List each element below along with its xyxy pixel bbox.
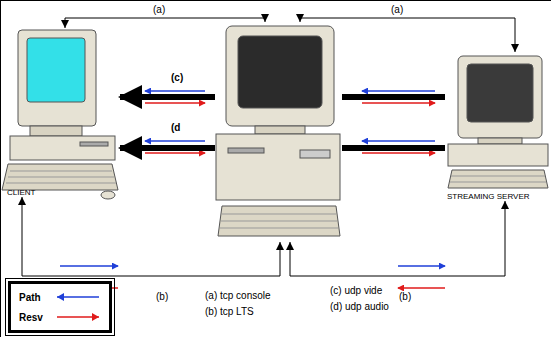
node-caption: CLIENT <box>7 188 120 197</box>
connection-tag: (d <box>170 122 181 133</box>
relay-node <box>215 22 342 242</box>
legend-text: Path <box>19 292 55 303</box>
protocol-note: (d) udp audio <box>330 301 389 312</box>
protocol-note: (c) udp vide <box>330 285 382 296</box>
legend-row: Path <box>19 287 101 307</box>
legend-sample <box>55 292 101 302</box>
legend-sample <box>55 312 101 322</box>
stream-arrow <box>342 145 445 151</box>
protocol-note: (a) tcp console <box>205 290 271 301</box>
server-computer <box>448 56 548 188</box>
tcp-connection <box>22 197 280 276</box>
stream-arrow <box>342 94 445 100</box>
protocol-note: (b) tcp LTS <box>205 306 254 317</box>
tcp-connection <box>65 18 265 28</box>
stream-arrow <box>120 145 215 151</box>
legend-row: Resv <box>19 307 101 327</box>
client-computer <box>2 30 118 199</box>
client-node: CLIENT <box>5 28 120 197</box>
legend-box: PathResv <box>8 281 112 333</box>
middle-computer <box>216 26 340 236</box>
server-node: STREAMING SERVER <box>445 52 551 201</box>
connection-tag: (a) <box>152 4 166 15</box>
connection-tag: (a) <box>390 4 404 15</box>
tcp-connection <box>290 201 505 276</box>
rsvp-indicators <box>60 91 445 288</box>
legend-text: Resv <box>19 312 55 323</box>
tcp-connection <box>300 18 515 52</box>
connection-tag: (b) <box>398 291 412 302</box>
node-caption: STREAMING SERVER <box>447 192 551 201</box>
connection-tag: (b) <box>155 291 169 302</box>
connection-tag: (c) <box>170 72 184 83</box>
stream-arrow <box>120 94 215 100</box>
